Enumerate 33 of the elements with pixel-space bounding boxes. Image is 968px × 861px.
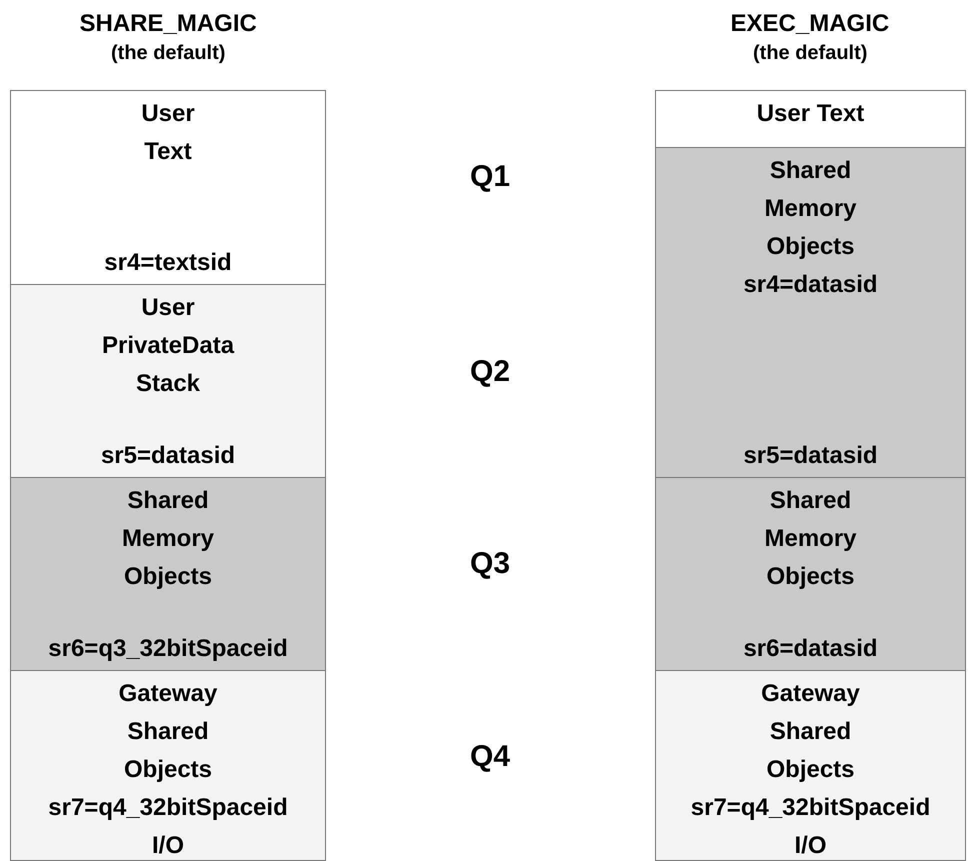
- column-heading: SHARE_MAGIC: [80, 10, 257, 38]
- memory-segment: [655, 90, 966, 148]
- quadrant-label: Q4: [470, 740, 510, 774]
- segment-name: Shared Memory Objects: [122, 486, 214, 592]
- register-label: sr5=datasid: [743, 441, 878, 471]
- column-heading: EXEC_MAGIC: [730, 10, 890, 38]
- memory-segment: [10, 670, 326, 861]
- segment-name: User Text: [141, 99, 195, 167]
- register-label: sr7=q4_32bitSpaceid: [48, 793, 288, 823]
- quadrant-label: Q1: [470, 160, 510, 194]
- segment-name: User PrivateData Stack: [102, 293, 234, 399]
- segment-name: Gateway Shared Objects: [761, 679, 860, 785]
- quadrant-label: Q3: [470, 547, 510, 581]
- memory-segment: [10, 90, 326, 285]
- io-label: I/O: [794, 831, 826, 861]
- io-label: I/O: [152, 831, 184, 861]
- segment-name: Gateway Shared Objects: [118, 679, 218, 785]
- register-label: sr6=q3_32bitSpaceid: [48, 634, 288, 664]
- register-label: sr4=datasid: [743, 270, 878, 300]
- segment-name: Shared Memory Objects: [764, 486, 857, 592]
- register-label: sr5=datasid: [100, 441, 236, 471]
- quadrant-label: Q2: [470, 355, 510, 389]
- column-subheading: (the default): [753, 42, 868, 65]
- register-label: sr4=textsid: [104, 248, 232, 278]
- column-subheading: (the default): [111, 42, 226, 65]
- memory-segment: [10, 477, 326, 671]
- memory-segment: [655, 670, 966, 861]
- register-label: sr6=datasid: [743, 634, 878, 664]
- register-label: sr7=q4_32bitSpaceid: [690, 793, 930, 823]
- segment-name: User Text: [756, 99, 864, 129]
- memory-segment: [10, 284, 326, 478]
- memory-segment: [655, 147, 966, 478]
- memory-segment: [655, 477, 966, 671]
